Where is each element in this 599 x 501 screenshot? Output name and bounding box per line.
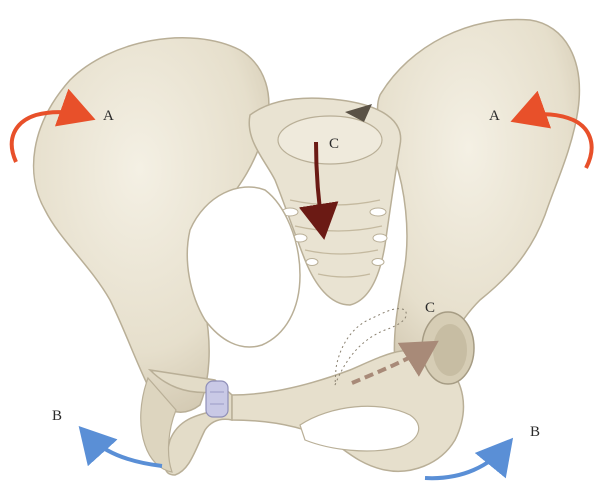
label-b-left: B bbox=[52, 408, 62, 424]
right-ilium bbox=[378, 19, 580, 387]
label-c-sacrum: C bbox=[329, 136, 339, 152]
label-a-left: A bbox=[103, 108, 114, 124]
acetabulum-fossa bbox=[433, 324, 467, 376]
label-b-right: B bbox=[530, 424, 540, 440]
label-a-right: A bbox=[489, 108, 500, 124]
label-c-acetabulum: C bbox=[425, 300, 435, 316]
pubic-symphysis bbox=[206, 381, 228, 417]
